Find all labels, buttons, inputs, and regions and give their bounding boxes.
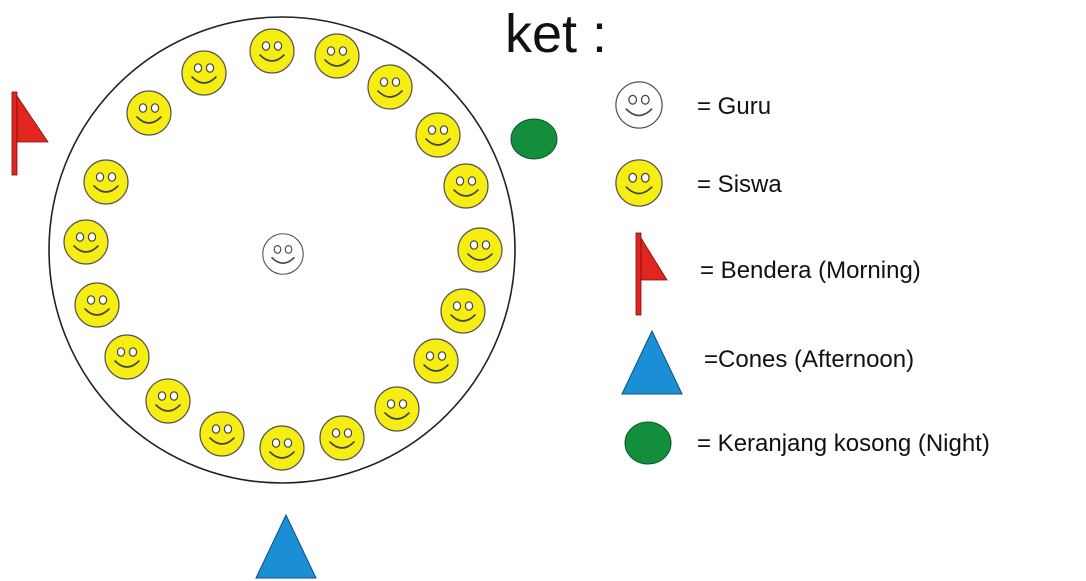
legend-item-guru: = Guru <box>697 93 771 120</box>
formation-circle <box>48 16 516 484</box>
legend-item-cones: =Cones (Afternoon) <box>704 346 914 373</box>
student-smiley-icon <box>443 163 489 209</box>
legend-item-keranjang: = Keranjang kosong (Night) <box>697 430 990 457</box>
cone-icon <box>255 513 317 579</box>
legend-item-bendera: = Bendera (Morning) <box>700 257 921 284</box>
student-smiley-icon <box>457 227 503 273</box>
legend-cone-icon <box>621 329 683 395</box>
legend-title: ket : <box>505 4 607 64</box>
student-smiley-icon <box>413 338 459 384</box>
student-smiley-icon <box>319 415 365 461</box>
student-smiley-icon <box>181 50 227 96</box>
legend-flag-icon <box>635 232 668 316</box>
student-smiley-icon <box>126 90 172 136</box>
legend-item-siswa: = Siswa <box>697 171 782 198</box>
student-smiley-icon <box>415 112 461 158</box>
student-smiley-icon <box>74 282 120 328</box>
student-smiley-icon <box>314 33 360 79</box>
student-smiley-icon <box>374 386 420 432</box>
student-smiley-icon <box>249 28 295 74</box>
basket-icon <box>510 118 558 160</box>
legend-guru-icon <box>615 81 663 129</box>
legend-basket-icon <box>624 421 672 465</box>
student-smiley-icon <box>440 288 486 334</box>
student-smiley-icon <box>104 334 150 380</box>
student-smiley-icon <box>83 159 129 205</box>
student-smiley-icon <box>199 411 245 457</box>
student-smiley-icon <box>259 425 305 471</box>
student-smiley-icon <box>63 219 109 265</box>
teacher-smiley-icon <box>262 233 304 275</box>
flag-icon <box>11 91 49 176</box>
student-smiley-icon <box>367 64 413 110</box>
legend-siswa-icon <box>615 159 663 207</box>
student-smiley-icon <box>145 378 191 424</box>
